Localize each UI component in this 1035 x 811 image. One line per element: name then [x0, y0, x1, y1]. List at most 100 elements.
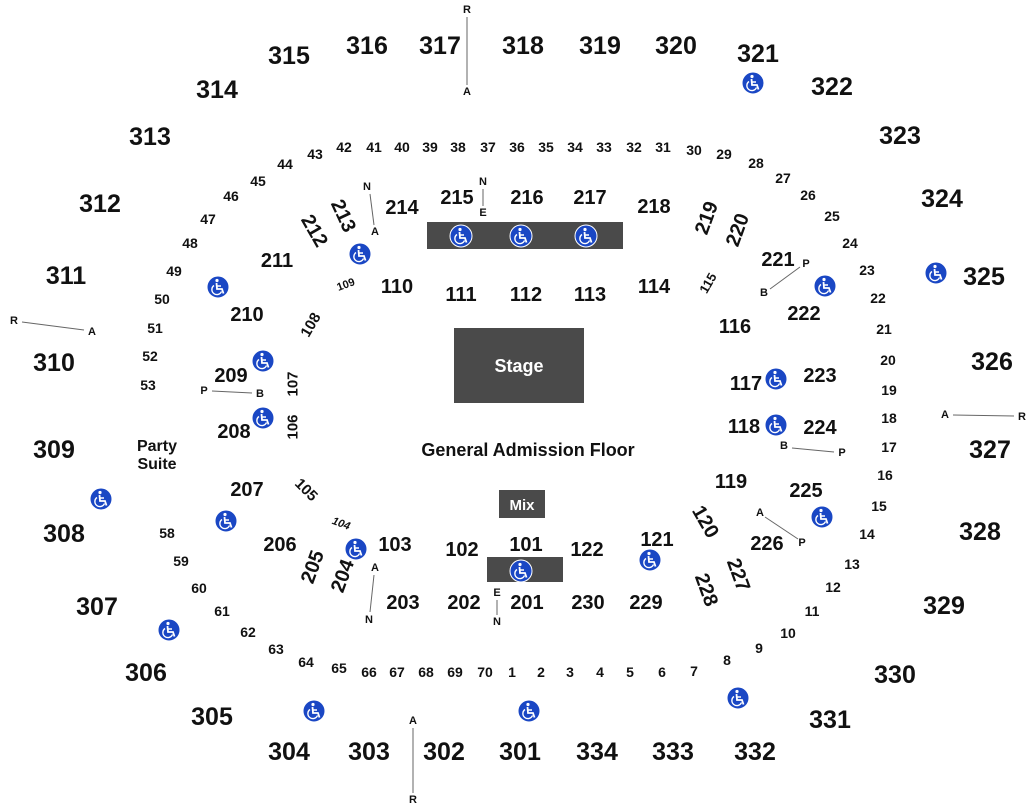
section-5[interactable]: 5	[626, 664, 634, 680]
section-217[interactable]: 217	[573, 187, 606, 209]
section-30[interactable]: 30	[686, 142, 702, 158]
section-330[interactable]: 330	[874, 661, 916, 689]
section-33[interactable]: 33	[596, 139, 612, 155]
section-40[interactable]: 40	[394, 139, 410, 155]
section-227[interactable]: 227	[722, 556, 754, 595]
section-202[interactable]: 202	[447, 592, 480, 614]
section-110[interactable]: 110	[381, 276, 413, 298]
section-113[interactable]: 113	[574, 284, 606, 306]
section-38[interactable]: 38	[450, 139, 466, 155]
section-115[interactable]: 115	[696, 270, 719, 296]
section-2[interactable]: 2	[537, 664, 545, 680]
section-218[interactable]: 218	[637, 196, 670, 218]
section-112[interactable]: 112	[510, 284, 542, 306]
section-122[interactable]: 122	[570, 539, 603, 561]
section-103[interactable]: 103	[378, 534, 411, 556]
section-208[interactable]: 208	[217, 421, 250, 443]
section-323[interactable]: 323	[879, 122, 921, 150]
section-310[interactable]: 310	[33, 349, 75, 377]
section-19[interactable]: 19	[881, 382, 897, 398]
section-219[interactable]: 219	[691, 199, 723, 238]
section-43[interactable]: 43	[307, 146, 323, 162]
section-305[interactable]: 305	[191, 703, 233, 731]
section-18[interactable]: 18	[881, 410, 897, 426]
section-36[interactable]: 36	[509, 139, 525, 155]
section-21[interactable]: 21	[876, 321, 892, 337]
section-121[interactable]: 121	[640, 529, 673, 551]
section-39[interactable]: 39	[422, 139, 438, 155]
section-17[interactable]: 17	[881, 439, 897, 455]
section-28[interactable]: 28	[748, 155, 764, 171]
mix-booth[interactable]: Mix	[499, 490, 545, 518]
section-225[interactable]: 225	[789, 480, 822, 502]
section-201[interactable]: 201	[510, 592, 543, 614]
section-332[interactable]: 332	[734, 738, 776, 766]
section-209[interactable]: 209	[214, 365, 247, 387]
section-315[interactable]: 315	[268, 42, 310, 70]
section-68[interactable]: 68	[418, 664, 434, 680]
section-301[interactable]: 301	[499, 738, 541, 766]
section-203[interactable]: 203	[386, 592, 419, 614]
section-334[interactable]: 334	[576, 738, 618, 766]
section-102[interactable]: 102	[445, 539, 478, 561]
section-204[interactable]: 204	[327, 556, 359, 596]
section-212[interactable]: 212	[296, 211, 332, 251]
section-27[interactable]: 27	[775, 170, 791, 186]
section-59[interactable]: 59	[173, 553, 189, 569]
section-52[interactable]: 52	[142, 348, 158, 364]
section-44[interactable]: 44	[277, 156, 293, 172]
section-120[interactable]: 120	[687, 502, 723, 542]
section-229[interactable]: 229	[629, 592, 662, 614]
section-303[interactable]: 303	[348, 738, 390, 766]
section-47[interactable]: 47	[200, 211, 216, 227]
section-220[interactable]: 220	[722, 211, 754, 250]
section-65[interactable]: 65	[331, 660, 347, 676]
section-66[interactable]: 66	[361, 664, 377, 680]
section-15[interactable]: 15	[871, 498, 887, 514]
section-63[interactable]: 63	[268, 641, 284, 657]
section-230[interactable]: 230	[571, 592, 604, 614]
section-46[interactable]: 46	[223, 188, 239, 204]
section-58[interactable]: 58	[159, 525, 175, 541]
section-70[interactable]: 70	[477, 664, 493, 680]
section-215[interactable]: 215	[440, 187, 473, 209]
section-7[interactable]: 7	[690, 663, 698, 679]
section-214[interactable]: 214	[385, 197, 419, 219]
section-67[interactable]: 67	[389, 664, 405, 680]
section-13[interactable]: 13	[844, 556, 860, 572]
section-60[interactable]: 60	[191, 580, 207, 596]
section-32[interactable]: 32	[626, 139, 642, 155]
section-308[interactable]: 308	[43, 520, 85, 548]
section-69[interactable]: 69	[447, 664, 463, 680]
section-304[interactable]: 304	[268, 738, 310, 766]
section-12[interactable]: 12	[825, 579, 841, 595]
section-116[interactable]: 116	[719, 316, 751, 338]
section-20[interactable]: 20	[880, 352, 896, 368]
section-31[interactable]: 31	[655, 139, 671, 155]
section-24[interactable]: 24	[842, 235, 858, 251]
section-317[interactable]: 317	[419, 32, 461, 60]
section-316[interactable]: 316	[346, 32, 388, 60]
section-29[interactable]: 29	[716, 146, 732, 162]
section-114[interactable]: 114	[638, 276, 671, 298]
section-213[interactable]: 213	[326, 196, 360, 236]
section-50[interactable]: 50	[154, 291, 170, 307]
stage[interactable]: Stage	[454, 328, 584, 403]
section-221[interactable]: 221	[761, 249, 794, 271]
section-25[interactable]: 25	[824, 208, 840, 224]
section-306[interactable]: 306	[125, 659, 167, 687]
section-324[interactable]: 324	[921, 185, 963, 213]
section-313[interactable]: 313	[129, 123, 171, 151]
general-admission-floor[interactable]: General Admission Floor	[421, 440, 634, 460]
section-34[interactable]: 34	[567, 139, 583, 155]
section-111[interactable]: 111	[445, 284, 476, 306]
section-105[interactable]: 105	[291, 475, 321, 505]
section-42[interactable]: 42	[336, 139, 352, 155]
party-suite-line1[interactable]: Party	[137, 438, 177, 455]
section-35[interactable]: 35	[538, 139, 554, 155]
section-331[interactable]: 331	[809, 706, 851, 734]
section-319[interactable]: 319	[579, 32, 621, 60]
section-312[interactable]: 312	[79, 190, 121, 218]
section-307[interactable]: 307	[76, 593, 118, 621]
section-107[interactable]: 107	[285, 371, 302, 396]
